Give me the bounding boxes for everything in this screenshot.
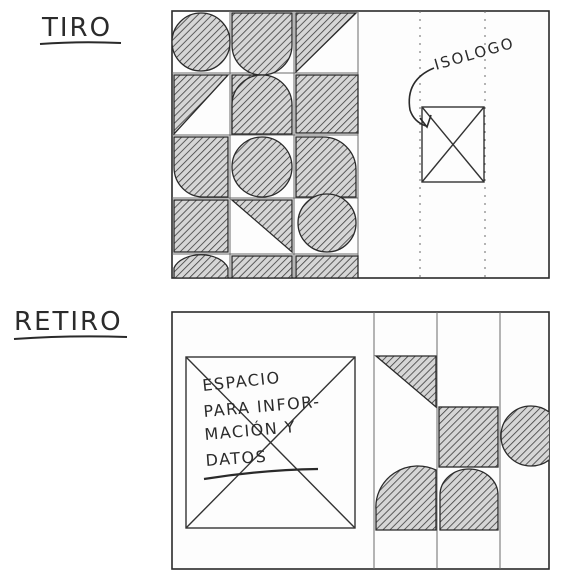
back-title: RETIRO <box>14 307 123 337</box>
pattern-half-circle <box>440 469 498 530</box>
front-title-underline <box>40 42 121 44</box>
pattern-square <box>296 75 358 133</box>
pattern-square <box>174 200 228 252</box>
pattern-square <box>439 407 498 467</box>
front-card: ISOLOGO <box>172 11 549 278</box>
pattern-circle <box>501 406 561 466</box>
pattern-quarter-shape <box>174 137 228 197</box>
pattern-half-circle <box>232 75 292 134</box>
pattern-square <box>296 256 358 278</box>
pattern-half-circle <box>232 13 292 75</box>
pattern-square <box>232 256 292 278</box>
front-title: TIRO <box>41 13 112 43</box>
pattern-circle <box>232 137 292 197</box>
pattern-circle <box>298 194 356 252</box>
back-card: ESPACIO PARA INFOR- MACIÓN Y DATOS <box>172 312 561 569</box>
pattern-circle <box>172 13 230 71</box>
